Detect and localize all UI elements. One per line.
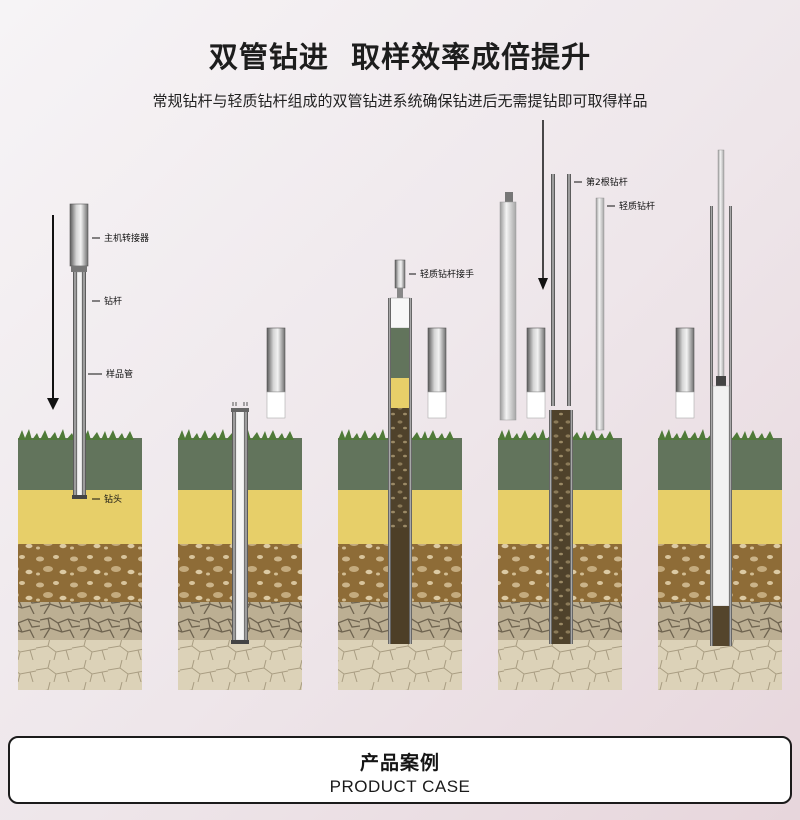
stage-5-assembly (675, 149, 732, 646)
callout-light-rod-joint: 轻质钻杆接手 (420, 268, 474, 280)
soil-column-5 (658, 429, 782, 690)
stage-1-drill-assembly (47, 203, 89, 499)
sample-tube (76, 271, 83, 497)
stage-3-assembly (388, 259, 447, 644)
callout-second-rod: 第2根钻杆 (586, 176, 628, 188)
callout-drill-bit: 钻头 (104, 493, 122, 505)
drilling-process-diagram: 主机转接器 钻杆 样品管 钻头 轻质钻杆接手 第2根钻杆 轻质钻杆 (18, 120, 782, 690)
product-case-banner: 产品案例 PRODUCT CASE (8, 736, 792, 804)
adapter (69, 203, 89, 267)
callout-light-rod: 轻质钻杆 (619, 200, 655, 212)
callouts: 主机转接器 钻杆 样品管 钻头 轻质钻杆接手 第2根钻杆 轻质钻杆 (88, 176, 655, 505)
drill-bit (72, 495, 87, 499)
stage-2-assembly (231, 327, 286, 644)
drill-rod (73, 272, 77, 496)
callout-drill-rod: 钻杆 (104, 295, 122, 307)
product-case-title-cn: 产品案例 (359, 752, 440, 774)
page-subtitle: 常规钻杆与轻质钻杆组成的双管钻进系统确保钻进后无需提钻即可取得样品 (152, 92, 648, 110)
stage-4-assembly (499, 120, 605, 644)
arrow-head-down-icon (47, 398, 59, 410)
light-rod-joint (394, 259, 406, 289)
product-case-title-en: PRODUCT CASE (329, 777, 471, 796)
callout-sample-tube: 样品管 (106, 368, 133, 380)
second-drill-rod (551, 174, 555, 406)
callout-adapter: 主机转接器 (104, 232, 149, 244)
page-title: 双管钻进 取样效率成倍提升 (208, 40, 592, 74)
soil-column-1 (18, 429, 142, 690)
